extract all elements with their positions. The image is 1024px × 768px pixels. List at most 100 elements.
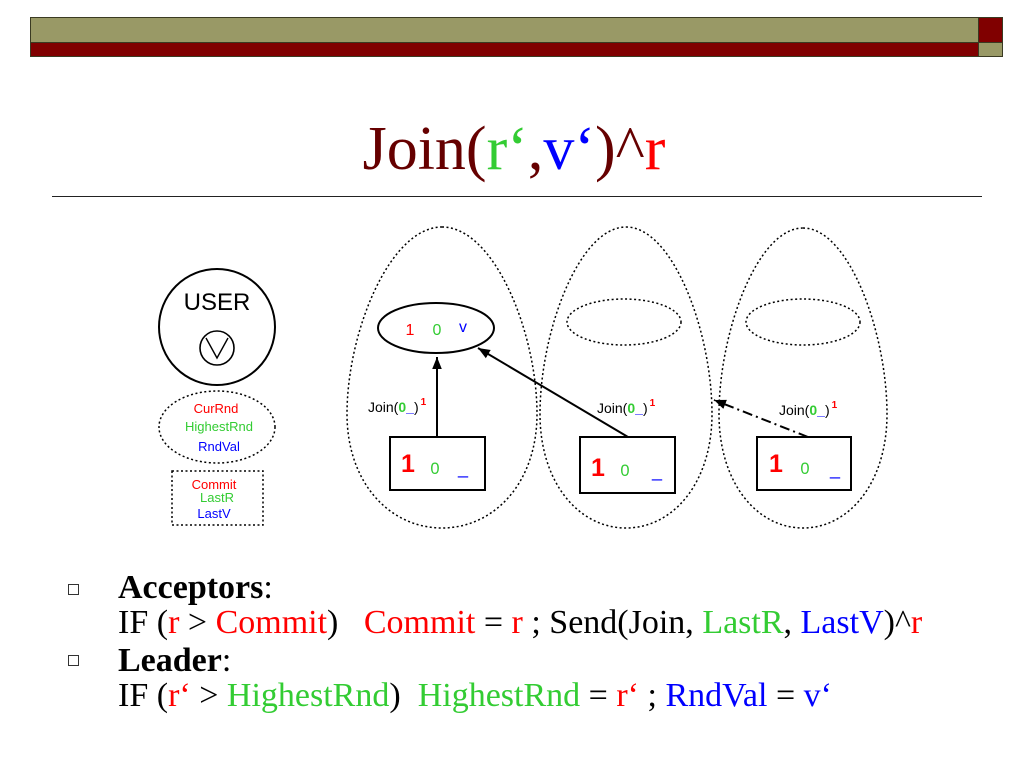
rule-segment: =: [767, 677, 804, 714]
hollow-square-icon: [68, 584, 79, 595]
header-square-maroon: [978, 17, 1003, 43]
rule-segment: v‘: [803, 677, 832, 714]
volatile-state: [377, 302, 495, 354]
rule-segment: r: [511, 604, 523, 641]
highest-rnd-label: HighestRnd: [185, 419, 253, 434]
join-round: 1: [421, 397, 427, 408]
join-v: _: [816, 402, 825, 418]
bullet-heading-colon: :: [263, 569, 273, 606]
rule-segment: IF (: [118, 604, 169, 641]
join-arrow: [477, 347, 629, 438]
bullet-heading-text: Acceptors: [118, 569, 264, 606]
process-boundary: [539, 226, 713, 529]
rule-segment: Commit: [363, 604, 476, 641]
rule-segment: LastR: [702, 604, 784, 641]
volatile-cur-rnd: 1: [406, 322, 415, 339]
join-message-label: Join(0_)1: [779, 400, 838, 418]
title-segment: ,: [527, 115, 544, 183]
join-r: 0: [398, 399, 406, 415]
title-segment: )^: [595, 115, 645, 183]
rule-segment: ): [327, 604, 364, 641]
user-volatile-state: CurRnd HighestRnd RndVal: [158, 390, 276, 464]
bullet-heading-acceptors: Acceptors:: [118, 570, 273, 605]
stable-commit: 1: [591, 454, 605, 482]
user-node: USER: [158, 268, 276, 386]
title-segment: v‘: [543, 115, 596, 183]
rnd-val-label: RndVal: [198, 439, 240, 454]
rule-segment: =: [475, 604, 512, 641]
join-close: ): [643, 400, 648, 416]
title-divider: [52, 196, 982, 197]
last-v-label: LastV: [197, 506, 231, 521]
bullet-rule-leader: IF (r‘ > HighestRnd) HighestRnd = r‘ ; R…: [118, 678, 832, 713]
user-stable-outline: [171, 470, 264, 526]
commit-label: Commit: [192, 477, 237, 492]
title-segment: r‘: [486, 115, 528, 183]
rule-segment: IF (: [118, 677, 169, 714]
stable-last-v: _: [651, 461, 663, 482]
stable-state: [756, 436, 852, 491]
stable-last-r: 0: [430, 460, 439, 478]
rule-segment: RndVal: [665, 677, 768, 714]
slide-title: Join(r‘,v‘)^r: [4, 118, 1024, 180]
header-band-olive: [30, 17, 979, 43]
stable-last-r: 0: [620, 462, 629, 480]
volatile-highest-rnd: 0: [433, 322, 442, 339]
join-message-label: Join(0_)1: [368, 397, 427, 415]
rule-segment: =: [580, 677, 617, 714]
volatile-rnd-val: v: [459, 319, 467, 336]
hollow-square-icon: [68, 655, 79, 666]
join-arrow: [713, 399, 809, 438]
join-open: Join(: [368, 399, 399, 415]
bullet-heading-leader: Leader:: [118, 643, 231, 678]
join-v: _: [634, 400, 643, 416]
rule-segment: Commit: [215, 604, 328, 641]
clock-icon: [199, 330, 235, 366]
rule-segment: r‘: [168, 677, 191, 714]
rule-segment: LastV: [800, 604, 884, 641]
stable-commit: 1: [401, 450, 415, 478]
user-circle: [158, 268, 276, 386]
join-open: Join(: [597, 400, 628, 416]
stable-last-r: 0: [800, 460, 809, 478]
volatile-state: [566, 298, 682, 346]
header-band-maroon: [30, 42, 979, 57]
stable-commit: 1: [769, 450, 783, 478]
join-open: Join(: [779, 402, 810, 418]
rule-segment: ; Send(Join,: [522, 604, 703, 641]
join-close: ): [414, 399, 419, 415]
join-round: 1: [650, 398, 656, 409]
process-boundary: [346, 226, 538, 529]
rule-segment: >: [179, 604, 216, 641]
last-r-label: LastR: [200, 490, 234, 505]
process-boundary: [718, 227, 888, 529]
process-1: 1 0 v 1 0 _ Join(0_)1: [346, 226, 538, 529]
user-volatile-outline: [158, 390, 276, 464]
bullet-rule-acceptors: IF (r > Commit) Commit = r ; Send(Join, …: [118, 605, 922, 640]
join-v: _: [405, 399, 414, 415]
title-segment: Join(: [362, 115, 487, 183]
cur-rnd-label: CurRnd: [194, 401, 239, 416]
bullet-heading-text: Leader: [118, 642, 222, 679]
rule-segment: r: [168, 604, 180, 641]
rule-segment: ): [389, 677, 418, 714]
header-square-olive: [978, 42, 1003, 57]
stable-state: [389, 436, 486, 491]
rule-segment: ,: [783, 604, 801, 641]
join-close: ): [825, 402, 830, 418]
stable-state: [579, 436, 676, 494]
process-2: 1 0 _ Join(0_)1: [477, 226, 713, 529]
rule-segment: HighestRnd: [417, 677, 581, 714]
volatile-state: [745, 298, 861, 346]
join-r: 0: [809, 402, 817, 418]
rule-segment: r: [910, 604, 923, 641]
process-3: 1 0 _ Join(0_)1: [713, 227, 888, 529]
stable-last-v: _: [829, 459, 841, 480]
bullet-heading-colon: :: [221, 642, 232, 679]
rule-segment: ;: [638, 677, 666, 714]
rule-segment: HighestRnd: [226, 677, 390, 714]
join-message-label: Join(0_)1: [597, 398, 656, 416]
join-r: 0: [627, 400, 635, 416]
user-stable-state: Commit LastR LastV: [171, 470, 264, 526]
rule-segment: r‘: [616, 677, 639, 714]
